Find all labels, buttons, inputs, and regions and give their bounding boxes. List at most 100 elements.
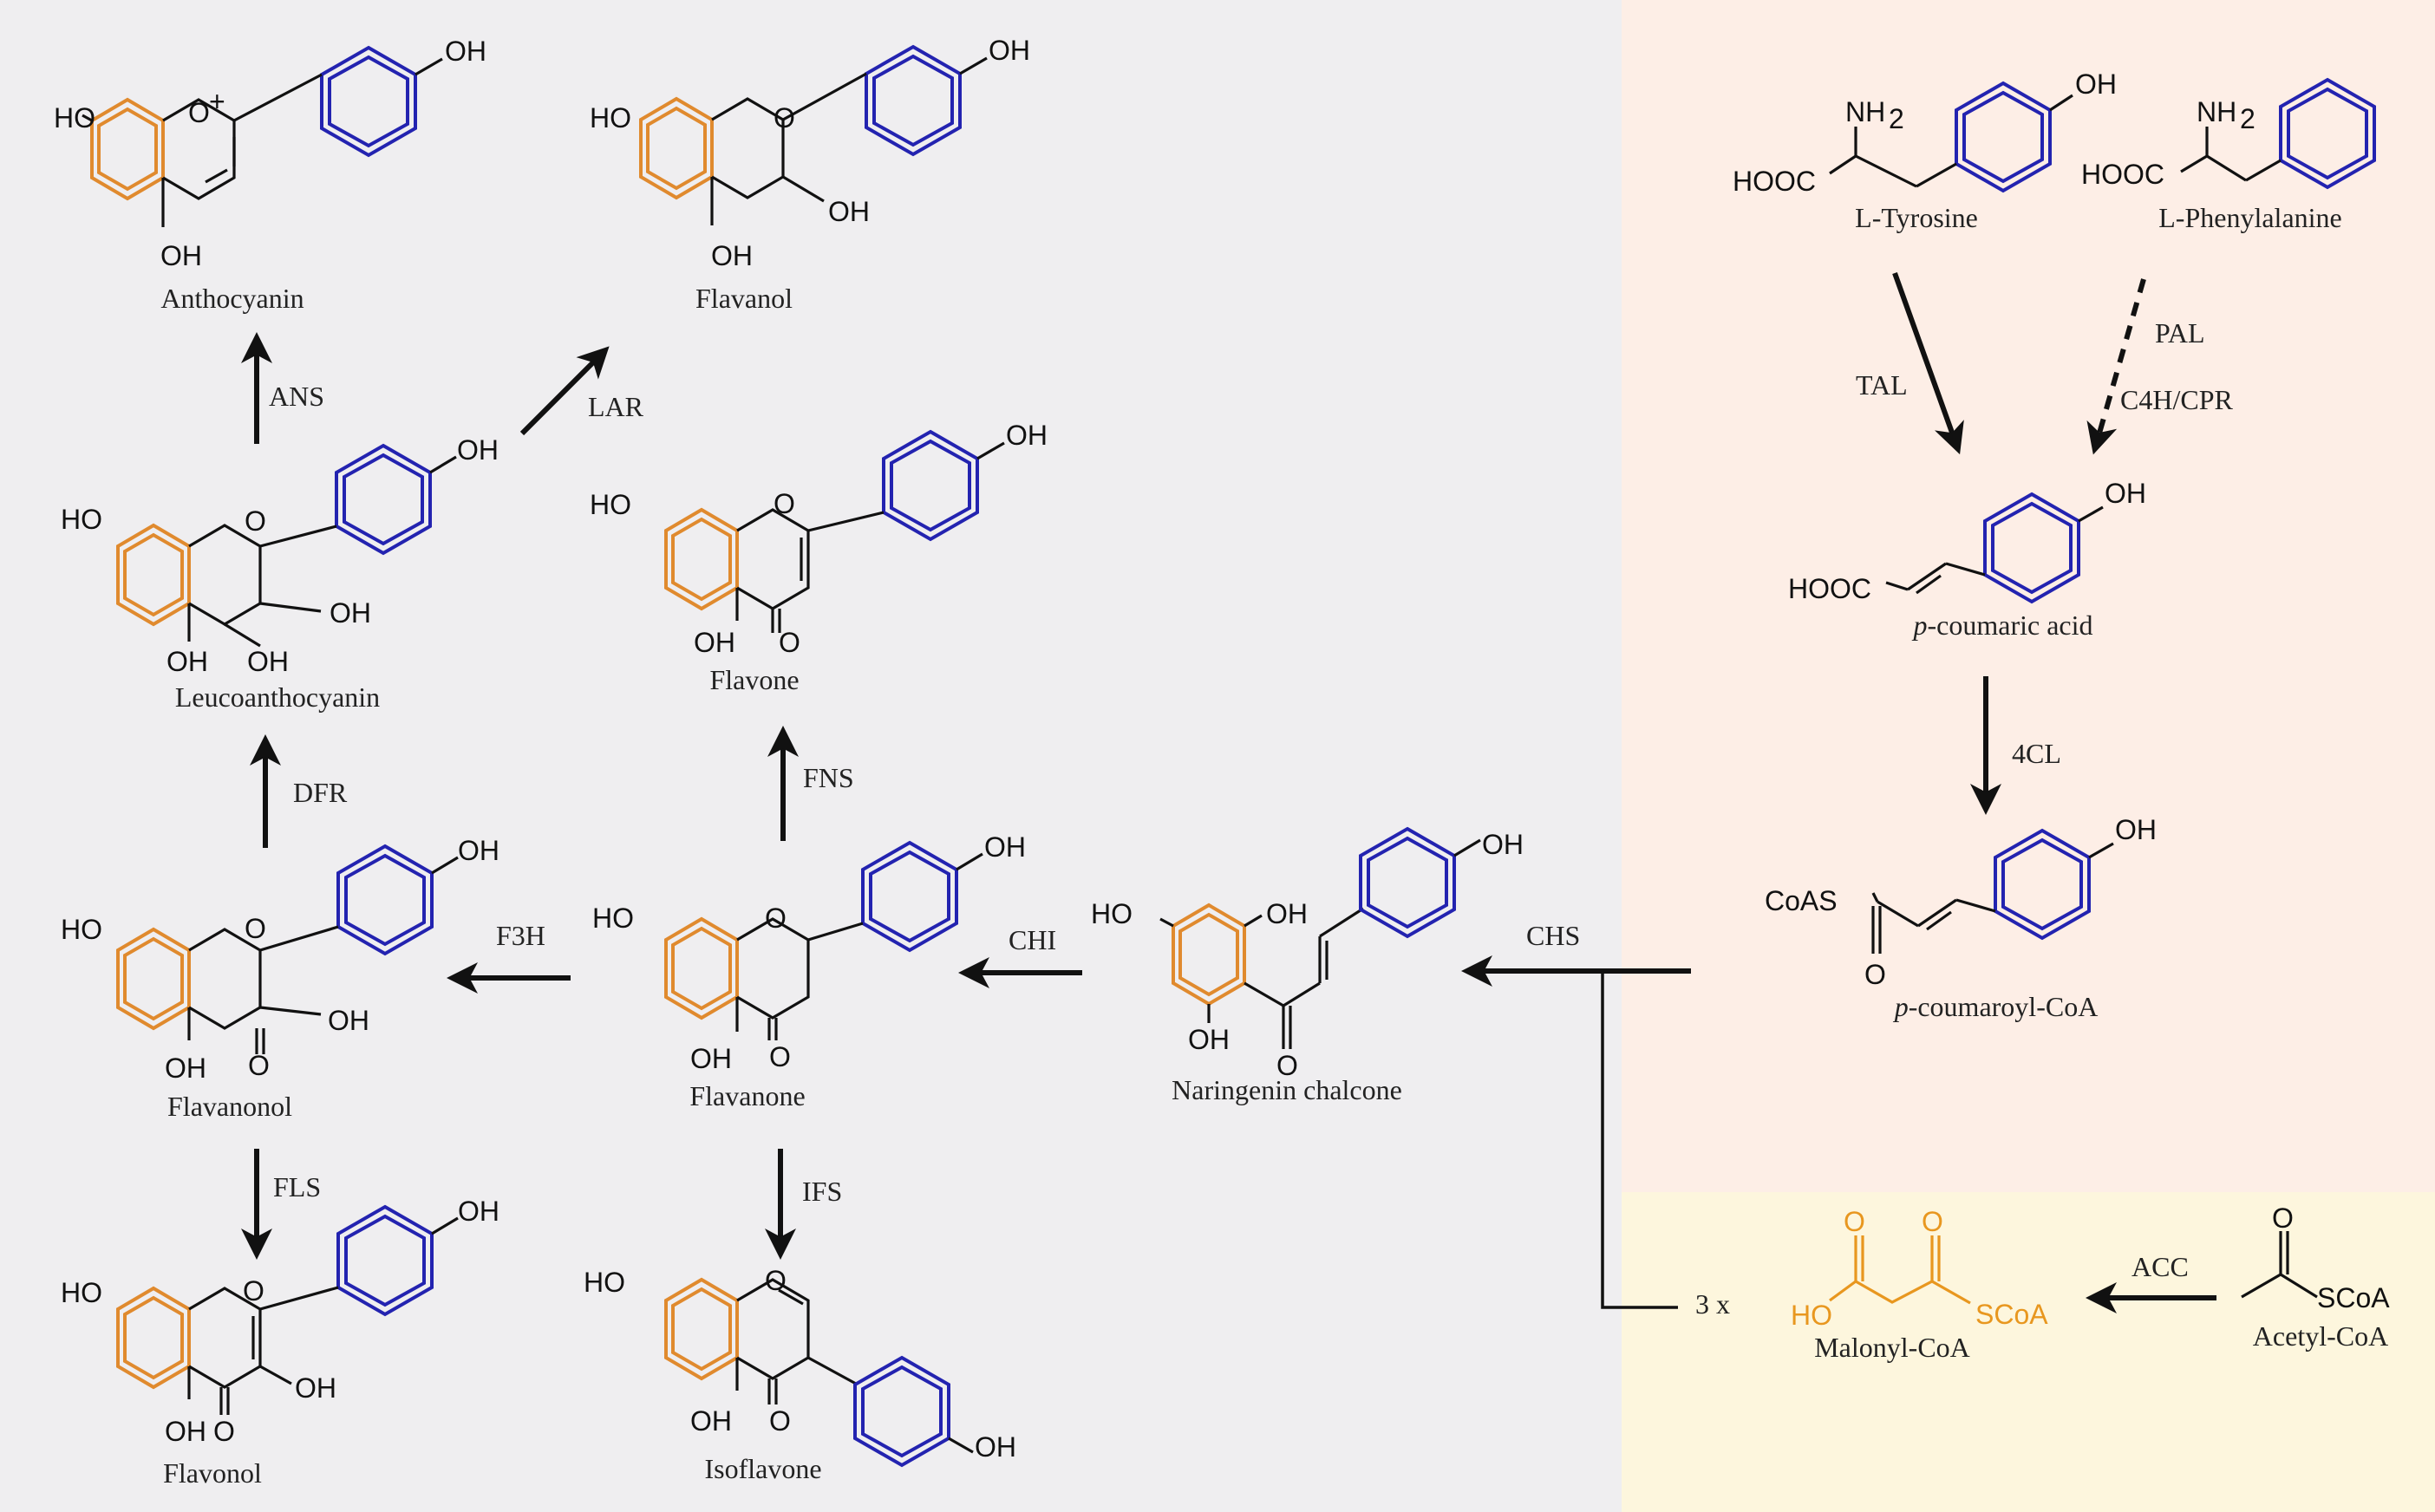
enzyme-chs: CHS: [1526, 920, 1580, 951]
svg-text:2: 2: [1889, 103, 1904, 134]
flavanonol-structure: OH HO O OH OH O: [61, 835, 499, 1084]
svg-text:HO: HO: [61, 914, 102, 945]
leucoanthocyanin-structure: OH HO O OH OH OH: [61, 434, 499, 677]
svg-text:OH: OH: [1482, 829, 1524, 860]
svg-text:OH: OH: [1188, 1024, 1230, 1055]
enzyme-acc: ACC: [2131, 1251, 2189, 1282]
label-flavanonol: Flavanonol: [167, 1091, 292, 1122]
flavonol-structure: OH HO O OH OH O: [61, 1196, 499, 1447]
svg-text:O: O: [769, 1405, 791, 1437]
svg-text:OH: OH: [1266, 898, 1308, 929]
svg-text:HO: HO: [590, 102, 631, 134]
flavone-structure: OH HO O OH O: [590, 420, 1048, 658]
svg-text:HO: HO: [590, 489, 631, 520]
acetyl-coa-structure: O SCoA: [2241, 1202, 2390, 1313]
label-p-coumaroyl-coa: p-coumaroyl-CoA: [1893, 991, 2099, 1022]
svg-text:OH: OH: [711, 240, 753, 271]
svg-text:O: O: [774, 102, 795, 134]
naringenin-chalcone-structure: OH HO OH OH O: [1091, 826, 1524, 1081]
malonyl-coa-structure: O O HO SCoA: [1791, 1206, 2048, 1331]
enzyme-dfr: DFR: [293, 777, 348, 808]
enzyme-lar: LAR: [588, 391, 644, 422]
svg-text:O: O: [243, 1275, 264, 1307]
enzyme-pal: PAL: [2155, 317, 2205, 349]
svg-text:OH: OH: [247, 646, 289, 677]
label-anthocyanin: Anthocyanin: [160, 283, 304, 314]
svg-text:O: O: [765, 903, 787, 934]
svg-text:OH: OH: [2115, 814, 2157, 845]
svg-text:HO: HO: [1791, 1300, 1832, 1331]
phenylpropanoid-panel: [1622, 0, 2435, 1192]
svg-text:SCoA: SCoA: [2317, 1282, 2390, 1313]
enzyme-fns: FNS: [803, 762, 854, 793]
label-naringenin-chalcone: Naringenin chalcone: [1172, 1074, 1402, 1105]
flavanol-structure: OH HO O OH OH: [590, 35, 1030, 271]
l-tyrosine-structure: OH NH 2 HOOC: [1733, 68, 2117, 197]
svg-text:O: O: [245, 913, 266, 944]
label-isoflavone: Isoflavone: [704, 1453, 821, 1484]
enzyme-fls: FLS: [273, 1171, 321, 1202]
svg-text:OH: OH: [457, 434, 499, 466]
svg-text:NH: NH: [2197, 96, 2236, 127]
svg-text:HO: HO: [1091, 898, 1133, 929]
svg-text:O: O: [1864, 959, 1886, 990]
svg-text:HO: HO: [584, 1267, 625, 1298]
svg-text:OH: OH: [2075, 68, 2117, 100]
svg-text:OH: OH: [328, 1005, 369, 1036]
flavanone-structure: OH HO O OH O: [592, 831, 1026, 1074]
svg-text:CoAS: CoAS: [1765, 885, 1838, 916]
p-coumaroyl-coa-structure: OH CoAS O: [1765, 814, 2157, 990]
svg-text:OH: OH: [2105, 478, 2146, 509]
svg-text:O: O: [1922, 1206, 1943, 1237]
p-coumaric-acid-structure: OH HOOC: [1788, 478, 2146, 604]
enzyme-c4h-cpr: C4H/CPR: [2120, 384, 2233, 415]
label-acetyl-coa: Acetyl-CoA: [2253, 1320, 2388, 1352]
svg-text:O: O: [213, 1416, 235, 1447]
svg-text:OH: OH: [166, 646, 208, 677]
svg-text:O: O: [188, 97, 210, 128]
svg-text:OH: OH: [1006, 420, 1048, 451]
arrow-tal: [1892, 271, 1964, 455]
svg-text:O: O: [774, 488, 795, 519]
svg-text:OH: OH: [694, 627, 735, 658]
enzyme-ans: ANS: [269, 381, 324, 412]
anthocyanin-structure: OH HO O + OH: [54, 36, 486, 271]
svg-text:2: 2: [2240, 103, 2255, 134]
svg-text:+: +: [209, 86, 225, 117]
svg-text:OH: OH: [458, 835, 499, 866]
svg-text:OH: OH: [165, 1053, 206, 1084]
label-l-tyrosine: L-Tyrosine: [1855, 202, 1978, 233]
svg-text:HO: HO: [54, 102, 95, 134]
svg-text:OH: OH: [165, 1416, 206, 1447]
label-flavone: Flavone: [709, 664, 799, 695]
svg-text:OH: OH: [989, 35, 1030, 66]
svg-text:O: O: [1276, 1050, 1298, 1081]
svg-text:HO: HO: [61, 1277, 102, 1308]
svg-text:O: O: [2272, 1202, 2294, 1234]
enzyme-tal: TAL: [1856, 369, 1908, 401]
svg-text:HOOC: HOOC: [1733, 166, 1816, 197]
svg-text:HO: HO: [61, 504, 102, 535]
svg-text:SCoA: SCoA: [1975, 1299, 2048, 1330]
malonyl-panel: [1622, 1192, 2435, 1512]
svg-text:OH: OH: [330, 597, 371, 629]
malonyl-multiplier: 3 x: [1695, 1288, 1730, 1320]
svg-text:O: O: [248, 1050, 270, 1081]
svg-text:O: O: [245, 505, 266, 537]
svg-text:OH: OH: [690, 1043, 732, 1074]
enzyme-chi: CHI: [1009, 924, 1056, 955]
svg-text:OH: OH: [828, 196, 870, 227]
svg-text:OH: OH: [295, 1372, 336, 1404]
enzyme-4cl: 4CL: [2012, 738, 2061, 769]
svg-text:OH: OH: [458, 1196, 499, 1227]
svg-text:HOOC: HOOC: [2081, 159, 2164, 190]
svg-text:O: O: [1844, 1206, 1865, 1237]
svg-text:OH: OH: [160, 240, 202, 271]
arrow-lar: [519, 346, 610, 436]
isoflavone-structure: OH HO O OH O: [584, 1265, 1016, 1468]
svg-text:OH: OH: [984, 831, 1026, 863]
l-phenylalanine-structure: NH 2 HOOC: [2081, 77, 2376, 190]
label-p-coumaric-acid: p-coumaric acid: [1912, 609, 2093, 641]
enzyme-ifs: IFS: [802, 1176, 842, 1207]
